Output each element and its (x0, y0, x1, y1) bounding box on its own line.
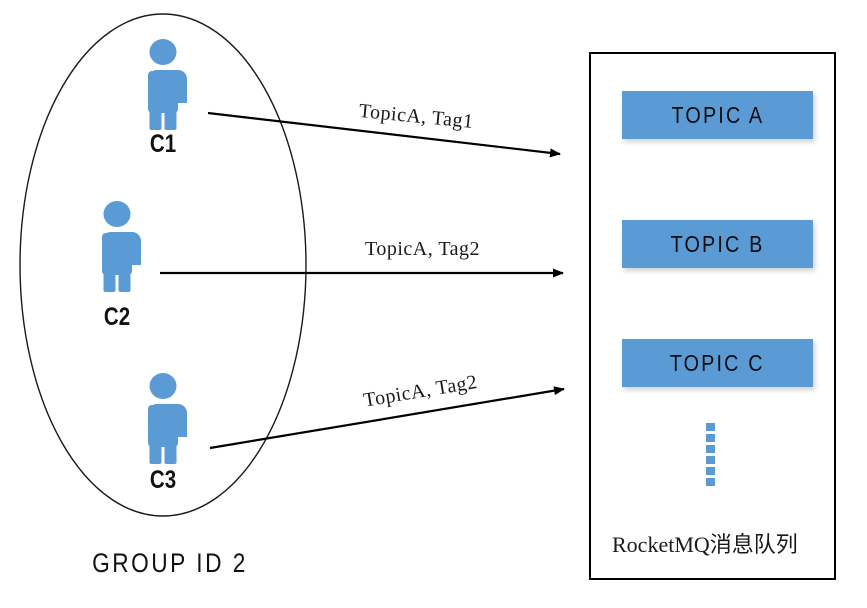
consumer-icon-c1 (131, 38, 195, 134)
consumer-group-ellipse (19, 13, 307, 517)
ellipsis-dot (706, 423, 715, 431)
topic-label-a: TOPIC A (671, 101, 764, 128)
topic-label-b: TOPIC B (670, 230, 765, 257)
arrow-3-line (209, 386, 565, 450)
consumer-label-c3: C3 (149, 466, 177, 494)
arrow-2-label: TopicA, Tag2 (365, 238, 481, 260)
ellipsis-dot (706, 434, 715, 442)
consumer-label-c1: C1 (149, 130, 177, 158)
ellipsis-dot (706, 456, 715, 464)
topic-box-b[interactable]: TOPIC B (622, 220, 813, 268)
topic-box-c[interactable]: TOPIC C (622, 339, 813, 387)
consumer-icon-c3 (131, 372, 195, 468)
group-id-label: GROUP ID 2 (92, 548, 248, 578)
consumer-icon-c2 (85, 200, 149, 296)
consumer-label-c2: C2 (103, 303, 131, 331)
broker-container (589, 52, 836, 580)
topic-ellipsis-dots (706, 423, 716, 486)
topic-label-c: TOPIC C (670, 349, 765, 376)
broker-caption: RocketMQ消息队列 (612, 532, 798, 557)
topic-box-a[interactable]: TOPIC A (622, 91, 813, 139)
ellipsis-dot (706, 478, 715, 486)
arrow-1-line (207, 111, 561, 158)
ellipsis-dot (706, 445, 715, 453)
ellipsis-dot (706, 467, 715, 475)
